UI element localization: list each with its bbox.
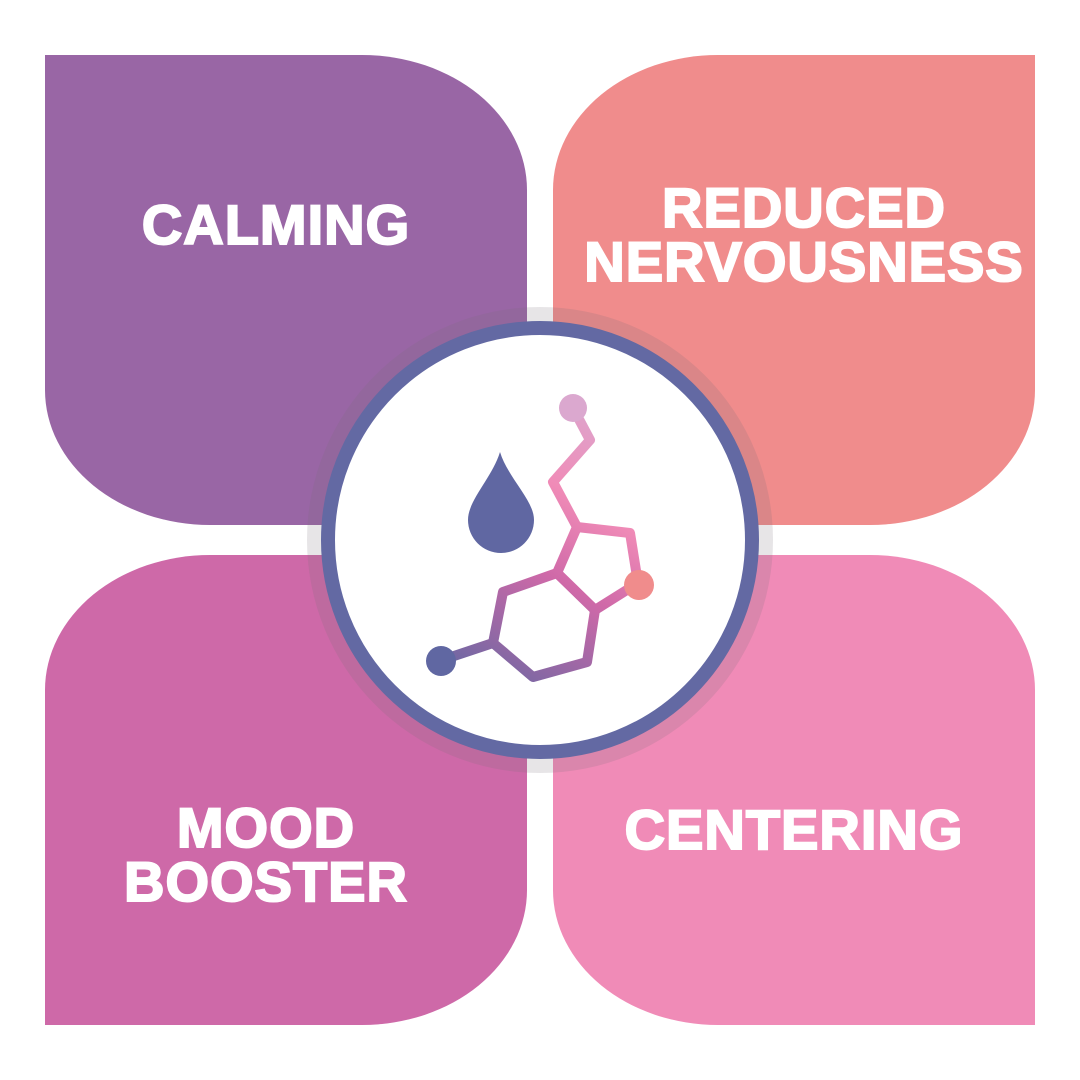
tile-label: REDUCED [661, 176, 946, 239]
tile-label: MOOD [176, 796, 356, 859]
tile-label: NERVOUSNESS [583, 230, 1024, 293]
outer-ring [321, 321, 759, 759]
benefit-tile-calming: CALMING [45, 55, 527, 525]
molecule-atom [426, 646, 456, 676]
tile-label: BOOSTER [123, 850, 408, 913]
tile-label: CALMING [141, 193, 411, 256]
molecule-atom [624, 570, 654, 600]
tile-label: CENTERING [624, 798, 964, 861]
water-drop-icon [468, 452, 534, 553]
molecule-atom [559, 394, 587, 422]
